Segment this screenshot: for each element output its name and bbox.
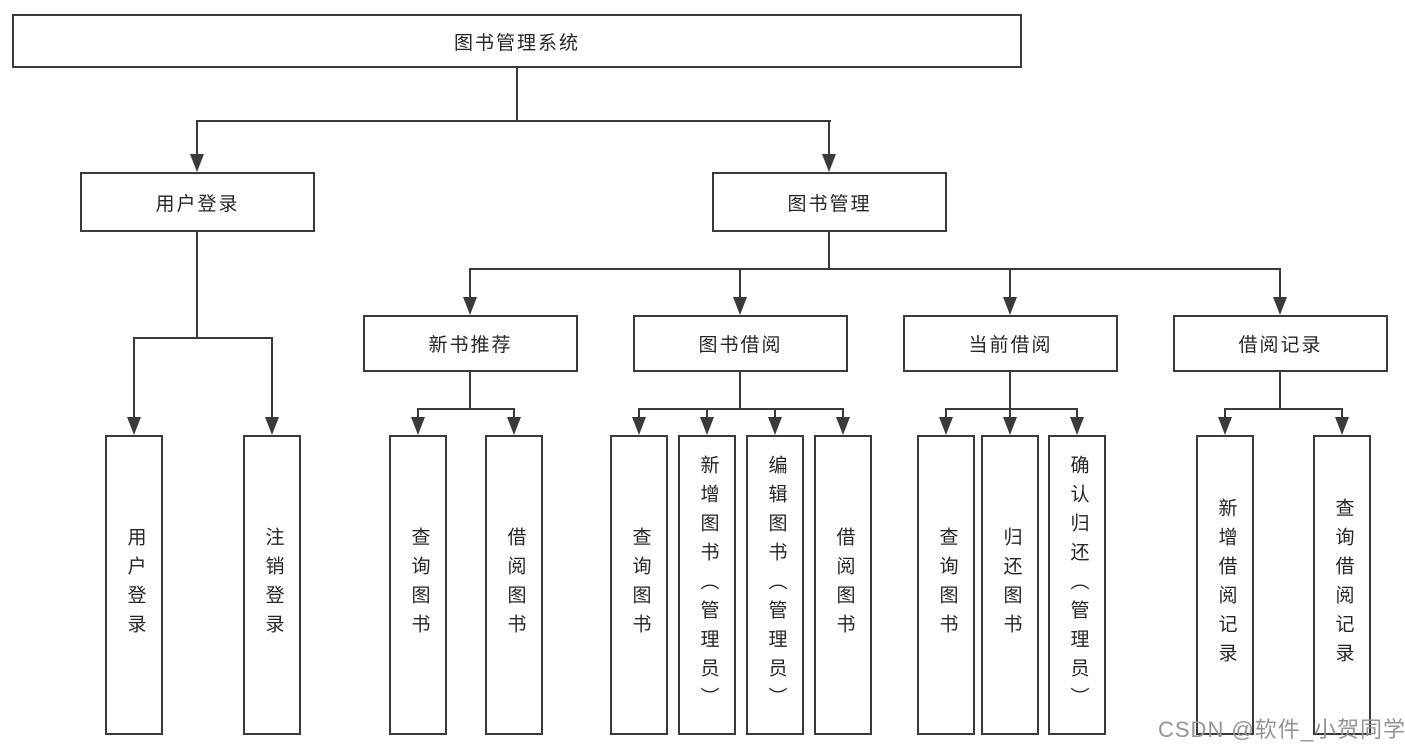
connector-line <box>945 408 947 421</box>
node-borrowing-records: 借阅记录 <box>1173 315 1388 372</box>
node-label: 注销登录 <box>262 527 284 643</box>
arrow-down-icon <box>463 297 477 315</box>
connector-line <box>1009 408 1011 421</box>
node-user-login: 用户登录 <box>80 172 315 232</box>
node-label: 借阅记录 <box>1238 335 1323 356</box>
node-label: 图书借阅 <box>698 335 783 356</box>
node-label: 查询图书 <box>629 527 651 643</box>
leaf-edit-book-admin: 编辑图书（管理员） <box>746 435 804 735</box>
arrow-down-icon <box>822 154 836 172</box>
leaf-add-borrow-record: 新增借阅记录 <box>1196 435 1254 735</box>
node-label: 新书推荐 <box>428 335 513 356</box>
connector-line <box>1224 408 1343 410</box>
connector-line <box>516 68 518 120</box>
arrow-down-icon <box>411 417 425 435</box>
arrow-down-icon <box>700 417 714 435</box>
node-new-book-recommendation: 新书推荐 <box>363 315 578 372</box>
leaf-logout: 注销登录 <box>243 435 301 735</box>
leaf-query-borrow-record: 查询借阅记录 <box>1313 435 1371 735</box>
node-label: 归还图书 <box>1000 527 1022 643</box>
arrow-down-icon <box>1273 297 1287 315</box>
node-label: 图书管理 <box>787 193 872 215</box>
connector-line <box>706 408 708 421</box>
connector-line <box>774 408 776 421</box>
arrow-down-icon <box>1335 417 1349 435</box>
connector-line <box>842 408 844 421</box>
watermark: CSDN @软件_小贺同学 <box>1158 717 1405 742</box>
node-book-borrowing: 图书借阅 <box>633 315 848 372</box>
connector-line <box>1009 372 1011 408</box>
leaf-query-books: 查询图书 <box>917 435 975 735</box>
connector-line <box>1009 268 1011 300</box>
arrow-down-icon <box>632 417 646 435</box>
connector-line <box>469 268 1281 270</box>
arrow-down-icon <box>1070 417 1084 435</box>
connector-line <box>271 337 273 421</box>
connector-line <box>739 372 741 408</box>
node-label: 查询图书 <box>408 527 430 643</box>
connector-line <box>1279 268 1281 300</box>
leaf-return-books: 归还图书 <box>981 435 1039 735</box>
connector-line <box>469 268 471 300</box>
arrow-down-icon <box>939 417 953 435</box>
arrow-down-icon <box>733 297 747 315</box>
connector-line <box>196 232 198 337</box>
connector-line <box>469 372 471 408</box>
connector-line <box>1224 408 1226 421</box>
connector-line <box>828 232 830 268</box>
node-book-management: 图书管理 <box>712 172 947 232</box>
arrow-down-icon <box>190 154 204 172</box>
connector-line <box>196 120 198 158</box>
connector-line <box>196 120 831 122</box>
arrow-down-icon <box>836 417 850 435</box>
node-library-management-system: 图书管理系统 <box>12 14 1022 68</box>
leaf-borrow-books: 借阅图书 <box>814 435 872 735</box>
node-label: 确认归还（管理员） <box>1067 454 1089 716</box>
arrow-down-icon <box>507 417 521 435</box>
arrow-down-icon <box>127 417 141 435</box>
node-label: 新增图书（管理员） <box>697 454 719 716</box>
connector-line <box>638 408 844 410</box>
connector-line <box>133 337 273 339</box>
node-label: 借阅图书 <box>504 527 526 643</box>
node-label: 图书管理系统 <box>453 32 580 54</box>
connector-line <box>417 408 419 421</box>
node-label: 用户登录 <box>155 193 240 215</box>
node-label: 当前借阅 <box>968 335 1053 356</box>
connector-line <box>739 268 741 300</box>
arrow-down-icon <box>1003 297 1017 315</box>
leaf-query-books: 查询图书 <box>610 435 668 735</box>
connector-line <box>945 408 1078 410</box>
node-label: 查询借阅记录 <box>1332 498 1354 672</box>
leaf-add-book-admin: 新增图书（管理员） <box>678 435 736 735</box>
connector-line <box>1279 372 1281 408</box>
connector-line <box>638 408 640 421</box>
connector-line <box>828 120 830 158</box>
connector-line <box>513 408 515 421</box>
leaf-borrow-books: 借阅图书 <box>485 435 543 735</box>
arrow-down-icon <box>1003 417 1017 435</box>
connector-line <box>133 337 135 421</box>
node-label: 用户登录 <box>124 527 146 643</box>
node-current-borrowing: 当前借阅 <box>903 315 1118 372</box>
node-label: 查询图书 <box>936 527 958 643</box>
connector-line <box>1076 408 1078 421</box>
arrow-down-icon <box>768 417 782 435</box>
leaf-confirm-return-admin: 确认归还（管理员） <box>1048 435 1106 735</box>
leaf-user-login: 用户登录 <box>105 435 163 735</box>
arrow-down-icon <box>265 417 279 435</box>
connector-line <box>1341 408 1343 421</box>
node-label: 新增借阅记录 <box>1215 498 1237 672</box>
leaf-query-books: 查询图书 <box>389 435 447 735</box>
connector-line <box>417 408 515 410</box>
node-label: 编辑图书（管理员） <box>765 454 787 716</box>
node-label: 借阅图书 <box>833 527 855 643</box>
arrow-down-icon <box>1218 417 1232 435</box>
